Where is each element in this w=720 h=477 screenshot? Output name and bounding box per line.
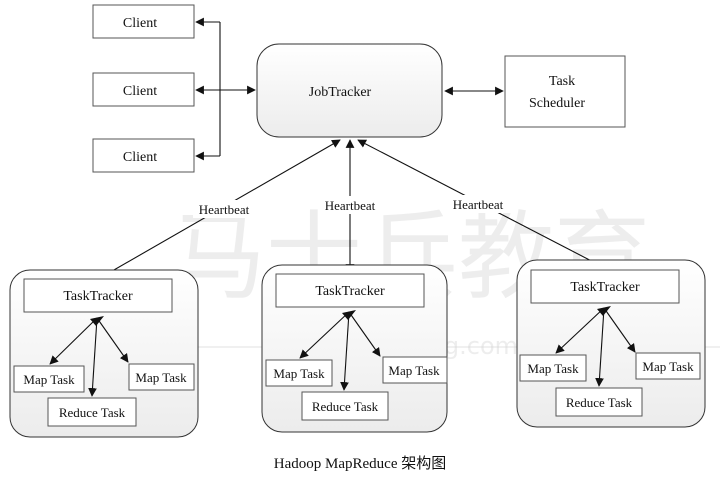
task-scheduler-box: Task Scheduler — [504, 55, 626, 128]
map-task-label-3a: Map Task — [527, 361, 579, 376]
jobtracker-label: JobTracker — [309, 85, 372, 100]
client-label-2: Client — [123, 84, 157, 99]
tasktracker-box-3 — [530, 269, 680, 304]
heartbeat-label-bg-2 — [318, 196, 382, 214]
client-label-3: Client — [123, 150, 157, 165]
jobtracker-box: JobTracker — [256, 43, 443, 138]
map-task-label-3b: Map Task — [642, 359, 694, 374]
client-label-1: Client — [123, 16, 157, 31]
map-task-box-3a — [519, 354, 587, 382]
reduce-task-label-3: Reduce Task — [566, 395, 633, 410]
client-box-3: Client — [92, 138, 195, 173]
heartbeat-label-3: Heartbeat — [453, 197, 504, 212]
map-task-label-2b: Map Task — [388, 363, 440, 378]
map-task-label-2a: Map Task — [273, 366, 325, 381]
tasktracker-node-3: TaskTracker Map Task Map Task Reduce Tas… — [516, 259, 706, 428]
reduce-task-box-2 — [301, 391, 389, 421]
reduce-task-label-1: Reduce Task — [59, 405, 126, 420]
map-task-box-2b — [382, 356, 448, 384]
heartbeat-label-1: Heartbeat — [199, 202, 250, 217]
heartbeat-label-2: Heartbeat — [325, 198, 376, 213]
tasktracker-node-2: TaskTracker Map Task Map Task Reduce Tas… — [261, 264, 448, 433]
reduce-task-box-3 — [555, 387, 643, 417]
reduce-task-box-1 — [47, 397, 137, 427]
heartbeat-label-bg-3 — [446, 195, 510, 213]
map-task-label-1b: Map Task — [135, 370, 187, 385]
reduce-task-label-2: Reduce Task — [312, 399, 379, 414]
scheduler-label-line1: Task — [549, 74, 575, 89]
diagram-caption: Hadoop MapReduce 架构图 — [274, 455, 446, 472]
tasktracker-label-2: TaskTracker — [315, 284, 385, 299]
map-task-box-1a — [13, 365, 85, 393]
tasktracker-node-1: TaskTracker Map Task Map Task Reduce Tas… — [9, 269, 199, 438]
client-box-1: Client — [92, 4, 195, 39]
tasktracker-box-1 — [23, 278, 173, 313]
tasktracker-box-2 — [275, 273, 425, 308]
map-task-box-3b — [635, 352, 701, 380]
heartbeat-label-bg-1 — [193, 200, 255, 218]
map-task-box-2a — [265, 359, 333, 387]
client-box-2: Client — [92, 72, 195, 107]
tasktracker-label-1: TaskTracker — [63, 289, 133, 304]
map-task-label-1a: Map Task — [23, 372, 75, 387]
client-connector — [195, 17, 256, 161]
scheduler-label-line2: Scheduler — [529, 96, 585, 111]
tasktracker-label-3: TaskTracker — [570, 280, 640, 295]
map-task-box-1b — [128, 363, 195, 391]
